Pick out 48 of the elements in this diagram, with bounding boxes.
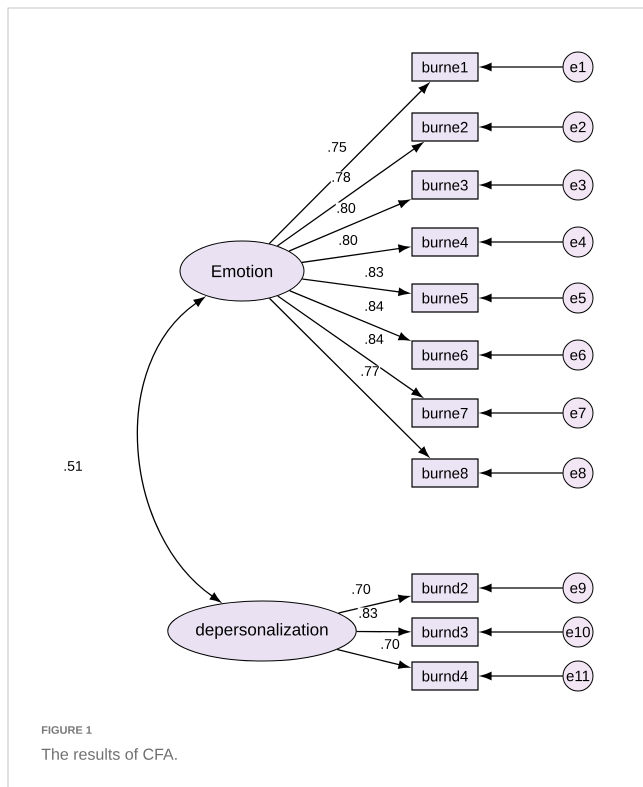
indicator-box: burne8 bbox=[411, 458, 479, 488]
arrow bbox=[269, 298, 429, 458]
indicator-box: burne5 bbox=[411, 283, 479, 313]
arrow bbox=[480, 672, 562, 680]
arrow bbox=[268, 83, 430, 244]
arrow bbox=[337, 648, 410, 669]
arrow bbox=[302, 244, 410, 264]
indicator-box: burnd4 bbox=[411, 661, 479, 691]
arrow bbox=[277, 142, 423, 246]
indicator-box: burne1 bbox=[411, 52, 479, 82]
edge-label: .70 bbox=[350, 584, 372, 594]
arrow bbox=[480, 584, 562, 592]
arrow bbox=[338, 594, 410, 614]
arrow bbox=[480, 408, 562, 418]
arrow bbox=[480, 62, 562, 72]
edge-label: .83 bbox=[358, 608, 378, 618]
arrow bbox=[480, 628, 562, 636]
edge-label: .77 bbox=[360, 366, 380, 376]
figure-caption: The results of CFA. bbox=[42, 748, 177, 760]
indicator-box: burnd3 bbox=[411, 617, 479, 647]
edge-label: .80 bbox=[338, 234, 358, 246]
arrow bbox=[480, 238, 562, 246]
arrow bbox=[288, 200, 410, 252]
figure-title: FIGURE 1 bbox=[42, 726, 92, 734]
arrow bbox=[480, 122, 562, 132]
arrow bbox=[356, 628, 410, 636]
edge-label: .84 bbox=[364, 300, 384, 312]
arrow bbox=[480, 468, 562, 478]
arrow bbox=[480, 294, 562, 302]
arrow bbox=[289, 290, 410, 341]
indicator-box: burne7 bbox=[411, 398, 479, 428]
edge-label: .70 bbox=[380, 638, 400, 650]
arrow bbox=[302, 278, 410, 296]
indicator-box: burne6 bbox=[411, 340, 479, 370]
arrow bbox=[480, 180, 562, 190]
edge-label: .75 bbox=[326, 142, 348, 152]
edge-label: .78 bbox=[330, 172, 352, 182]
arrow bbox=[480, 350, 562, 360]
edge-label: .51 bbox=[62, 460, 84, 472]
arrow bbox=[277, 295, 422, 398]
indicator-box: burnd2 bbox=[411, 573, 479, 603]
edge-label: .83 bbox=[364, 266, 384, 278]
indicator-box: burne4 bbox=[411, 227, 479, 257]
edge-label: .84 bbox=[364, 334, 384, 344]
arrow bbox=[137, 297, 221, 602]
indicator-box: burne2 bbox=[411, 112, 479, 142]
edge-label: .80 bbox=[336, 202, 356, 214]
indicator-box: burne3 bbox=[411, 170, 479, 200]
